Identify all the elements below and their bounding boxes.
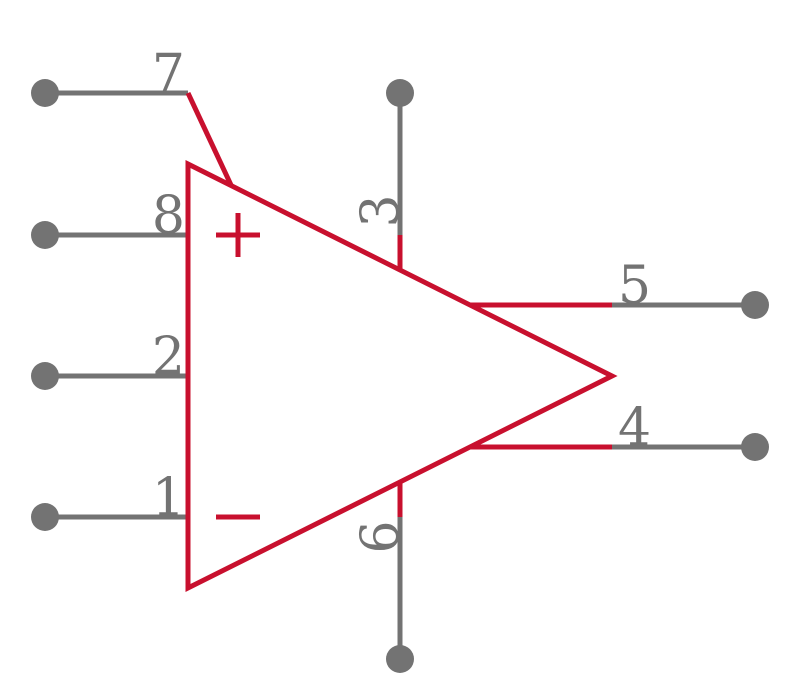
pin-3-endpoint	[386, 79, 414, 107]
pin-7-endpoint	[31, 79, 59, 107]
pin-7-label: 7	[152, 44, 185, 104]
pin-1-endpoint	[31, 503, 59, 531]
pin-2-label: 2	[152, 327, 185, 387]
pin-6-label: 6	[351, 520, 411, 553]
opamp-body	[185, 91, 618, 593]
pin-4-endpoint	[741, 433, 769, 461]
pin-2-endpoint	[31, 362, 59, 390]
pin-leads	[45, 90, 755, 659]
pin-1-label: 1	[152, 468, 185, 528]
pin-4-label: 4	[618, 398, 651, 458]
pin-7-stub	[185, 91, 234, 187]
pin-5-label: 5	[618, 256, 651, 316]
pin-5-endpoint	[741, 291, 769, 319]
pin-labels: 7 8 2 1 5 4 3 6	[152, 44, 651, 554]
pin-6-endpoint	[386, 645, 414, 673]
pin-3-label: 3	[351, 194, 411, 227]
pin-endpoints	[31, 79, 769, 673]
pin-8-label: 8	[152, 186, 185, 246]
pin-8-endpoint	[31, 221, 59, 249]
